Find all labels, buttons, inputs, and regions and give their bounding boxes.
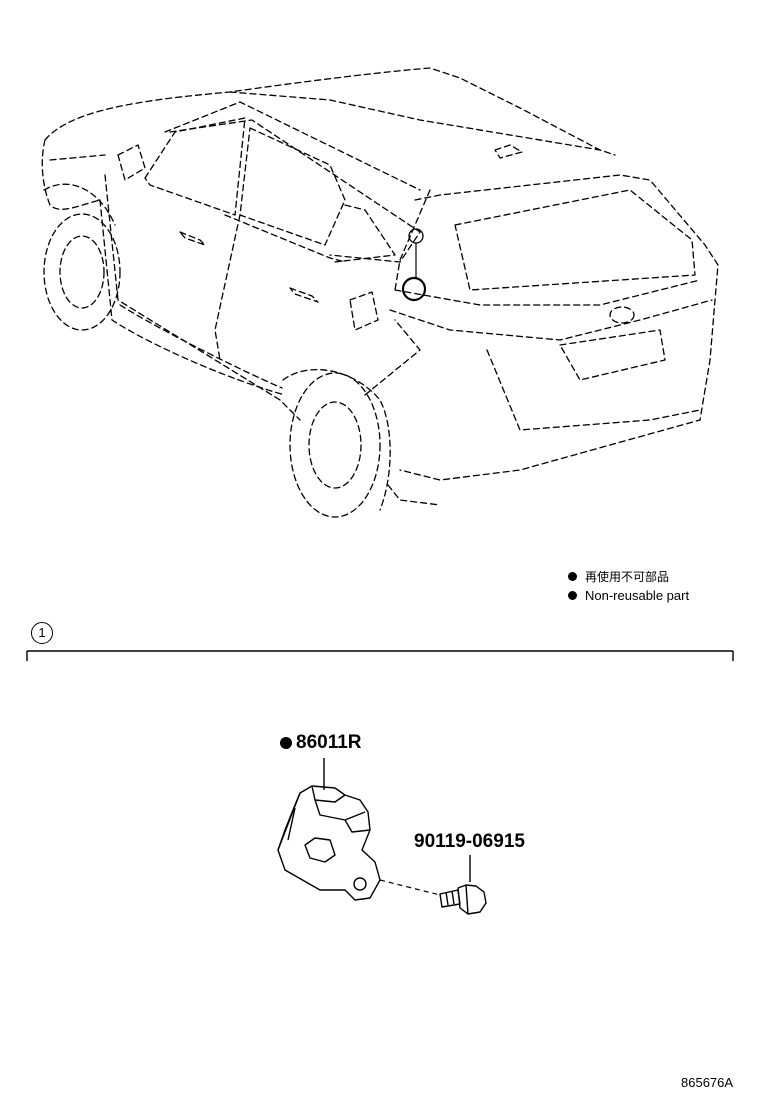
- legend-japanese-label: 再使用不可部品: [585, 570, 670, 584]
- bolt-part-drawing: [439, 855, 487, 915]
- non-reusable-dot-icon: [568, 572, 577, 581]
- sensor-part-drawing: [277, 758, 381, 901]
- legend-english-label: Non-reusable part: [585, 588, 690, 603]
- non-reusable-marker-icon: [280, 737, 292, 749]
- legend-japanese: 再使用不可部品: [568, 569, 669, 585]
- non-reusable-dot-icon: [568, 591, 577, 601]
- section-reference-number: 1: [31, 622, 53, 644]
- part-number-sensor[interactable]: 86011R: [296, 732, 362, 753]
- part-location-marker: [401, 276, 427, 302]
- diagram-id: 865676A: [681, 1075, 734, 1090]
- legend-english: Non-reusable part: [568, 588, 689, 604]
- part-number-bolt[interactable]: 90119-06915: [414, 831, 525, 852]
